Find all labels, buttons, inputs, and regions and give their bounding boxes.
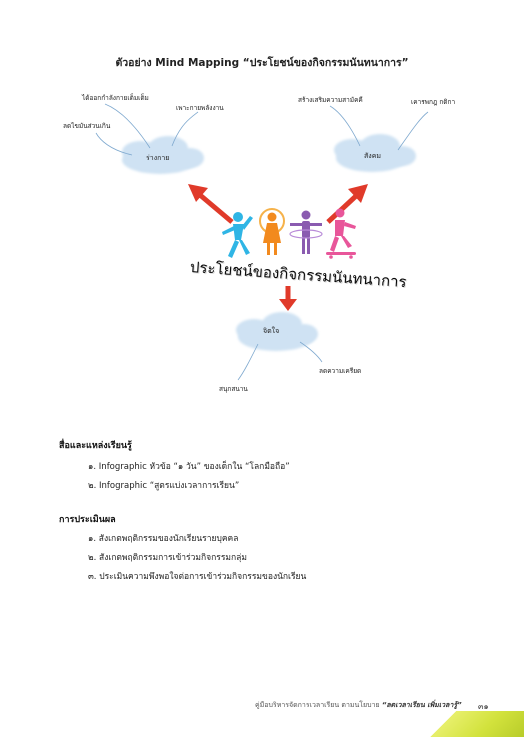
evaluation-item: ๓. ประเมินความพึงพอใจต่อการเข้าร่วมกิจกร… (88, 572, 307, 582)
page-number: ๓๑ (478, 702, 489, 711)
branch-mind-2: ลดความเครียด (319, 367, 362, 375)
sources-item: ๒. Infographic “สูตรแบ่งเวลาการเรียน” (88, 481, 240, 491)
evaluation-item: ๒. สังเกตพฤติกรรมการเข้าร่วมกิจกรรมกลุ่ม (88, 553, 247, 563)
branch-line (171, 111, 199, 147)
figure-purple-icon (289, 210, 323, 254)
branch-body-3: ลดไขมันส่วนเกิน (63, 122, 111, 130)
sources-heading: สื่อและแหล่งเรียนรู้ (59, 441, 132, 451)
cloud-social (334, 134, 416, 172)
figure-pink-icon (326, 208, 356, 259)
cloud-mind (236, 312, 318, 351)
branch-line (104, 103, 151, 149)
footer-corner-decoration (394, 711, 524, 737)
branch-line (299, 341, 323, 363)
branch-mind-1: สนุกสนาน (219, 385, 248, 393)
arrow-to-mind (279, 286, 297, 311)
cloud-mind-label: จิตใจ (263, 327, 280, 335)
arrow-to-body (188, 184, 234, 224)
cloud-body-label: ร่างกาย (146, 154, 170, 162)
branch-social-1: สร้างเสริมความสามัคคี (298, 96, 363, 104)
evaluation-item: ๑. สังเกตพฤติกรรมของนักเรียนรายบุคคล (88, 534, 239, 544)
figure-blue-icon (222, 212, 253, 258)
footer-text: คู่มือบริหารจัดการเวลาเรียน ตามนโยบาย “ล… (255, 700, 462, 711)
footer-slogan: “ลดเวลาเรียน เพิ่มเวลารู้” (381, 701, 462, 709)
arrow-to-social (326, 184, 368, 224)
branch-body-2: เพาะกายพลังงาน (176, 104, 224, 112)
footer-caption: คู่มือบริหารจัดการเวลาเรียน ตามนโยบาย (255, 701, 380, 709)
figure-orange-icon (259, 208, 285, 255)
branch-line (237, 343, 259, 381)
branch-line (329, 105, 361, 147)
branch-line (95, 132, 133, 156)
branch-body-1: ได้ออกกำลังกายเต็มเต็ม (82, 94, 149, 102)
evaluation-heading: การประเมินผล (59, 515, 116, 525)
sources-item: ๑. Infographic หัวข้อ “๑ วัน” ของเด็กใน … (88, 462, 290, 472)
branch-line (397, 111, 429, 151)
cloud-social-label: สังคม (364, 152, 381, 160)
mind-map-diagram (95, 103, 429, 381)
cloud-body (122, 136, 204, 174)
branch-social-2: เคารพกฎ กติกา (411, 98, 456, 106)
page-title: ตัวอย่าง Mind Mapping “ประโยชน์ของกิจกรร… (115, 57, 409, 69)
